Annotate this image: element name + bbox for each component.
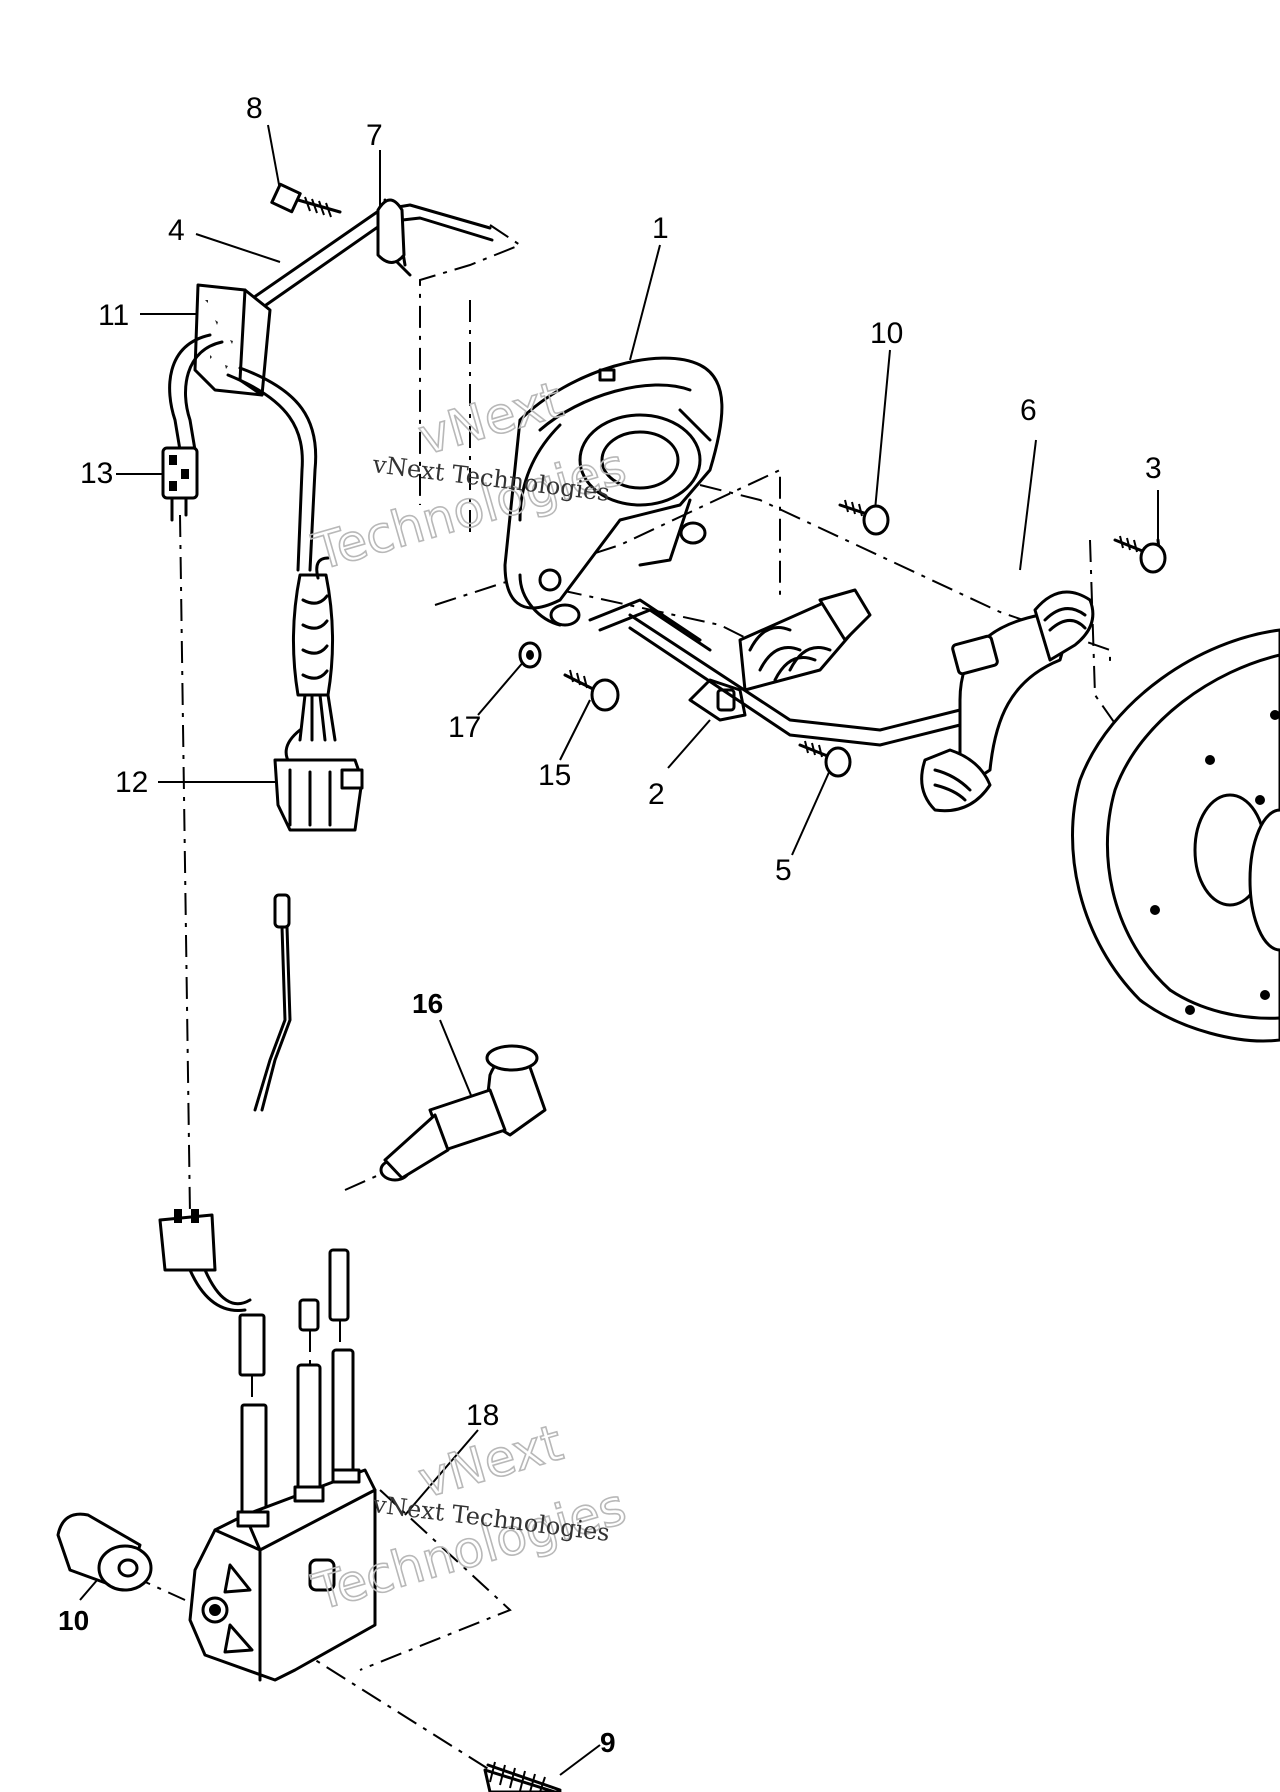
rubber-damper-10 xyxy=(56,1512,153,1592)
part-labels: 8 7 4 11 1 10 6 3 13 17 15 2 12 5 16 18 … xyxy=(58,92,1162,1758)
connector-13 xyxy=(161,446,199,522)
charge-coil xyxy=(588,588,872,692)
screw-15 xyxy=(563,669,620,712)
label-part-10-top: 10 xyxy=(870,317,903,350)
label-part-15: 15 xyxy=(538,759,571,792)
label-part-8: 8 xyxy=(246,92,263,125)
label-part-1: 1 xyxy=(652,212,669,245)
washer-17 xyxy=(518,641,542,669)
label-part-10-bottom: 10 xyxy=(58,1605,89,1636)
cdi-leads xyxy=(158,1209,355,1522)
screw-5 xyxy=(798,740,852,778)
connector-12 xyxy=(273,758,364,832)
flywheel xyxy=(1071,538,1280,1043)
wire-clamp xyxy=(376,198,406,264)
label-part-3: 3 xyxy=(1145,452,1162,485)
stator-base-plate xyxy=(503,356,724,627)
label-part-11: 11 xyxy=(98,299,129,332)
plate-11 xyxy=(193,283,272,397)
label-part-12: 12 xyxy=(115,766,148,799)
screw-3 xyxy=(1113,535,1167,574)
lighting-coil xyxy=(920,590,1095,813)
leader-lines xyxy=(79,124,1159,1776)
assembly-lines xyxy=(129,224,1131,1771)
screw-10-top xyxy=(838,499,890,536)
label-part-5: 5 xyxy=(775,854,792,887)
wiring-harness xyxy=(161,182,494,832)
spark-plug-cap xyxy=(379,1044,547,1182)
label-part-16: 16 xyxy=(412,988,443,1019)
label-part-17: 17 xyxy=(448,711,481,744)
bolt-9 xyxy=(483,1761,562,1792)
label-part-4: 4 xyxy=(168,214,185,247)
label-part-2: 2 xyxy=(648,778,665,811)
ground-lead xyxy=(253,893,292,1112)
label-part-7: 7 xyxy=(366,119,383,152)
label-part-6: 6 xyxy=(1020,394,1037,427)
pulser-coil xyxy=(628,613,962,747)
label-part-13: 13 xyxy=(80,457,113,490)
label-part-18: 18 xyxy=(466,1399,499,1432)
label-part-9: 9 xyxy=(600,1727,616,1758)
bolt-8 xyxy=(270,182,342,218)
wire-bundle xyxy=(284,556,337,772)
cdi-unit xyxy=(188,1468,377,1682)
